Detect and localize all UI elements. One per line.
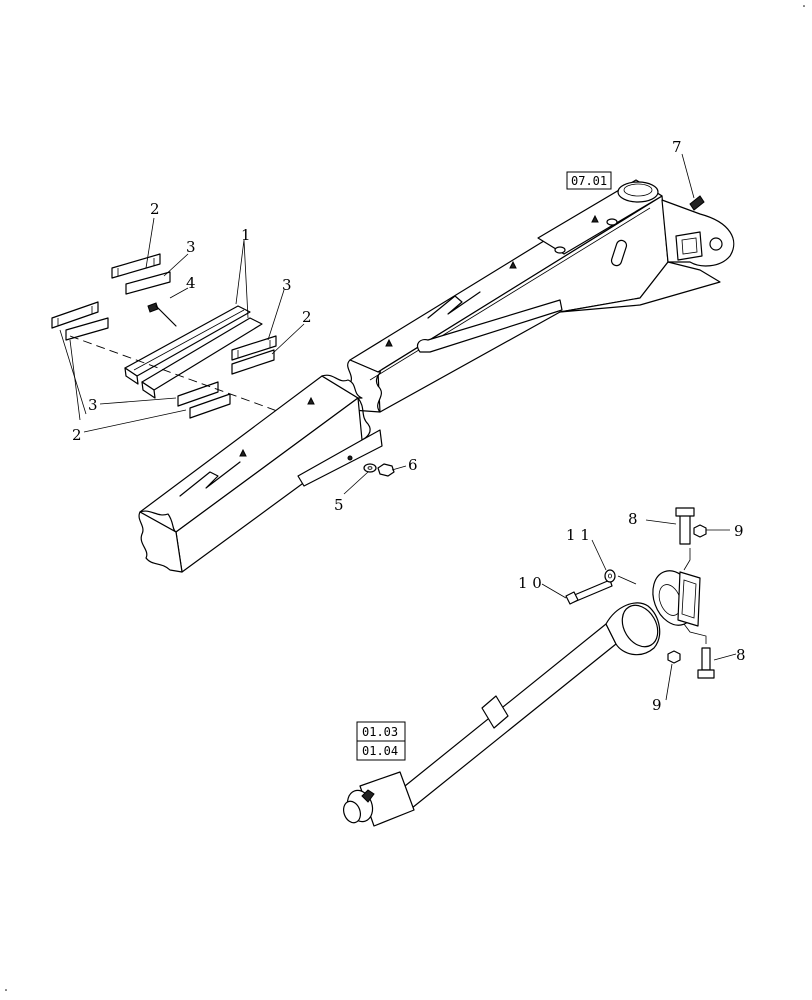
callout-9: 9	[734, 522, 744, 540]
pto-driveline	[342, 570, 701, 827]
grease-fitting	[689, 195, 705, 211]
callout-6: 6	[408, 456, 418, 474]
callout-8: 8	[628, 510, 638, 528]
corner-mark	[5, 989, 7, 991]
wear-pad-kit	[51, 253, 281, 419]
reference-box-0103: 01.03	[356, 721, 406, 742]
reference-box-0701: 07.01	[566, 171, 612, 190]
hardware-washer-nut	[363, 463, 395, 477]
drawbar-rear-section	[345, 179, 735, 413]
callout-2: 2	[72, 426, 82, 444]
reference-label: 01.03	[362, 725, 398, 739]
corner-mark	[803, 5, 805, 7]
callout-11: 1 1	[566, 526, 590, 544]
callout-2: 2	[302, 308, 312, 326]
callout-labels: 1 2 3 4 3 2 3 2 5 6 7 8 9 1 1 1 0 8 9	[72, 138, 746, 714]
callout-3: 3	[186, 238, 196, 256]
callout-3: 3	[88, 396, 98, 414]
drawbar-front-section	[138, 374, 383, 573]
callout-5: 5	[334, 496, 344, 514]
callout-2: 2	[150, 200, 160, 218]
callout-10: 1 0	[518, 574, 542, 592]
callout-7: 7	[672, 138, 682, 156]
reference-label: 07.01	[571, 174, 607, 188]
callout-9: 9	[652, 696, 662, 714]
leader-lines	[59, 153, 737, 701]
callout-4: 4	[186, 274, 196, 292]
callout-3: 3	[282, 276, 292, 294]
reference-label: 01.04	[362, 744, 398, 758]
callout-8: 8	[736, 646, 746, 664]
driveline-bolts	[565, 507, 715, 679]
reference-box-0104: 01.04	[356, 740, 406, 761]
callout-1: 1	[241, 226, 251, 244]
